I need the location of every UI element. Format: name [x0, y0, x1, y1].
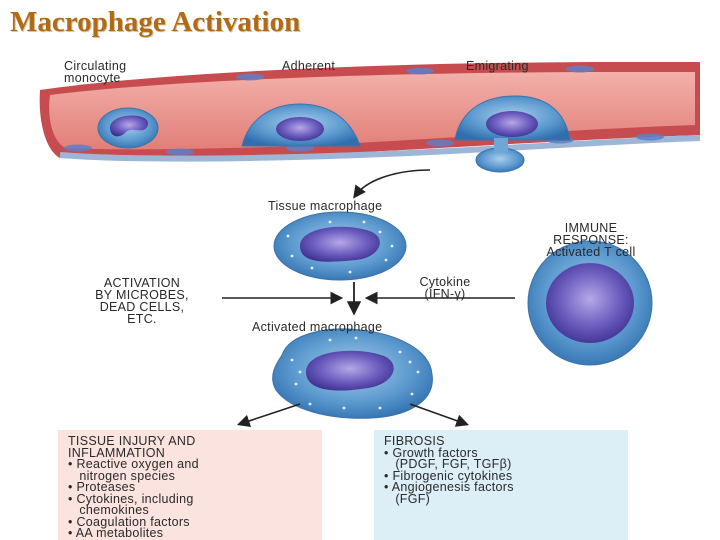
ifn-gamma-line: (IFN-γ): [424, 287, 466, 301]
injury-line-8: • Coagulation factors: [68, 514, 190, 529]
activated-t-cell: [527, 240, 653, 366]
response-line: RESPONSE:: [553, 233, 629, 247]
slide-title: Macrophage Activation: [10, 6, 301, 38]
arrow-to-tissue-injury: [236, 403, 301, 428]
tissue-injury-box: TISSUE INJURY AND INFLAMMATION • Reactiv…: [58, 430, 322, 540]
monocyte-label-line: monocyte: [64, 71, 121, 85]
emigrating-label: Emigrating: [466, 59, 529, 73]
cytokine-line: Cytokine: [419, 275, 471, 289]
fibrosis-line-1: FIBROSIS: [384, 434, 445, 448]
injury-line-3: • Reactive oxygen and: [68, 457, 199, 471]
activated-t-cell-line: Activated T cell: [546, 245, 636, 259]
arrow-to-tissue-macrophage: [353, 169, 431, 199]
circulating-monocyte-cell: [97, 107, 159, 149]
adherent-monocyte-cell: [241, 103, 361, 147]
fibrosis-line-3: (PDGF, FGF, TGFβ): [384, 457, 512, 471]
injury-line-7: chemokines: [68, 503, 150, 517]
activated-macrophage-cell: [272, 328, 433, 419]
arrow-to-fibrosis: [409, 403, 470, 427]
circulating-monocyte-label: Circulating monocyte: [64, 59, 127, 85]
cytokine-label: Cytokine (IFN-γ): [400, 275, 490, 301]
immune-line: IMMUNE: [564, 221, 618, 235]
injury-line-2: INFLAMMATION: [68, 445, 166, 460]
tissue-macrophage-cell: [273, 211, 407, 281]
immune-response-label: IMMUNE RESPONSE: Activated T cell: [516, 221, 666, 259]
fibrosis-box: FIBROSIS • Growth factors (PDGF, FGF, TG…: [374, 430, 628, 540]
by-microbes-line: BY MICROBES,: [95, 288, 189, 302]
injury-line-6: • Cytokines, including: [68, 491, 194, 506]
injury-line-4: nitrogen species: [68, 468, 176, 483]
injury-line-1: TISSUE INJURY AND: [68, 434, 196, 448]
fibrosis-line-4: • Fibrogenic cytokines: [384, 468, 513, 483]
injury-line-9: • AA metabolites: [68, 526, 164, 540]
dead-cells-line: DEAD CELLS,: [99, 300, 185, 314]
activated-macrophage-label: Activated macrophage: [252, 320, 383, 334]
fibrosis-line-6: (FGF): [384, 491, 431, 506]
adherent-label: Adherent: [282, 59, 336, 73]
etc-line: ETC.: [127, 312, 157, 326]
fibrosis-line-2: • Growth factors: [384, 445, 478, 460]
activation-stimuli-label: ACTIVATION BY MICROBES, DEAD CELLS, ETC.: [62, 276, 222, 326]
circulating-label-line: Circulating: [64, 59, 127, 73]
injury-line-5: • Proteases: [68, 480, 136, 494]
tissue-macrophage-label: Tissue macrophage: [268, 199, 383, 213]
activation-line: ACTIVATION: [103, 276, 181, 290]
emigrating-monocyte-cell: [454, 95, 571, 173]
fibrosis-line-5: • Angiogenesis factors: [384, 480, 514, 494]
